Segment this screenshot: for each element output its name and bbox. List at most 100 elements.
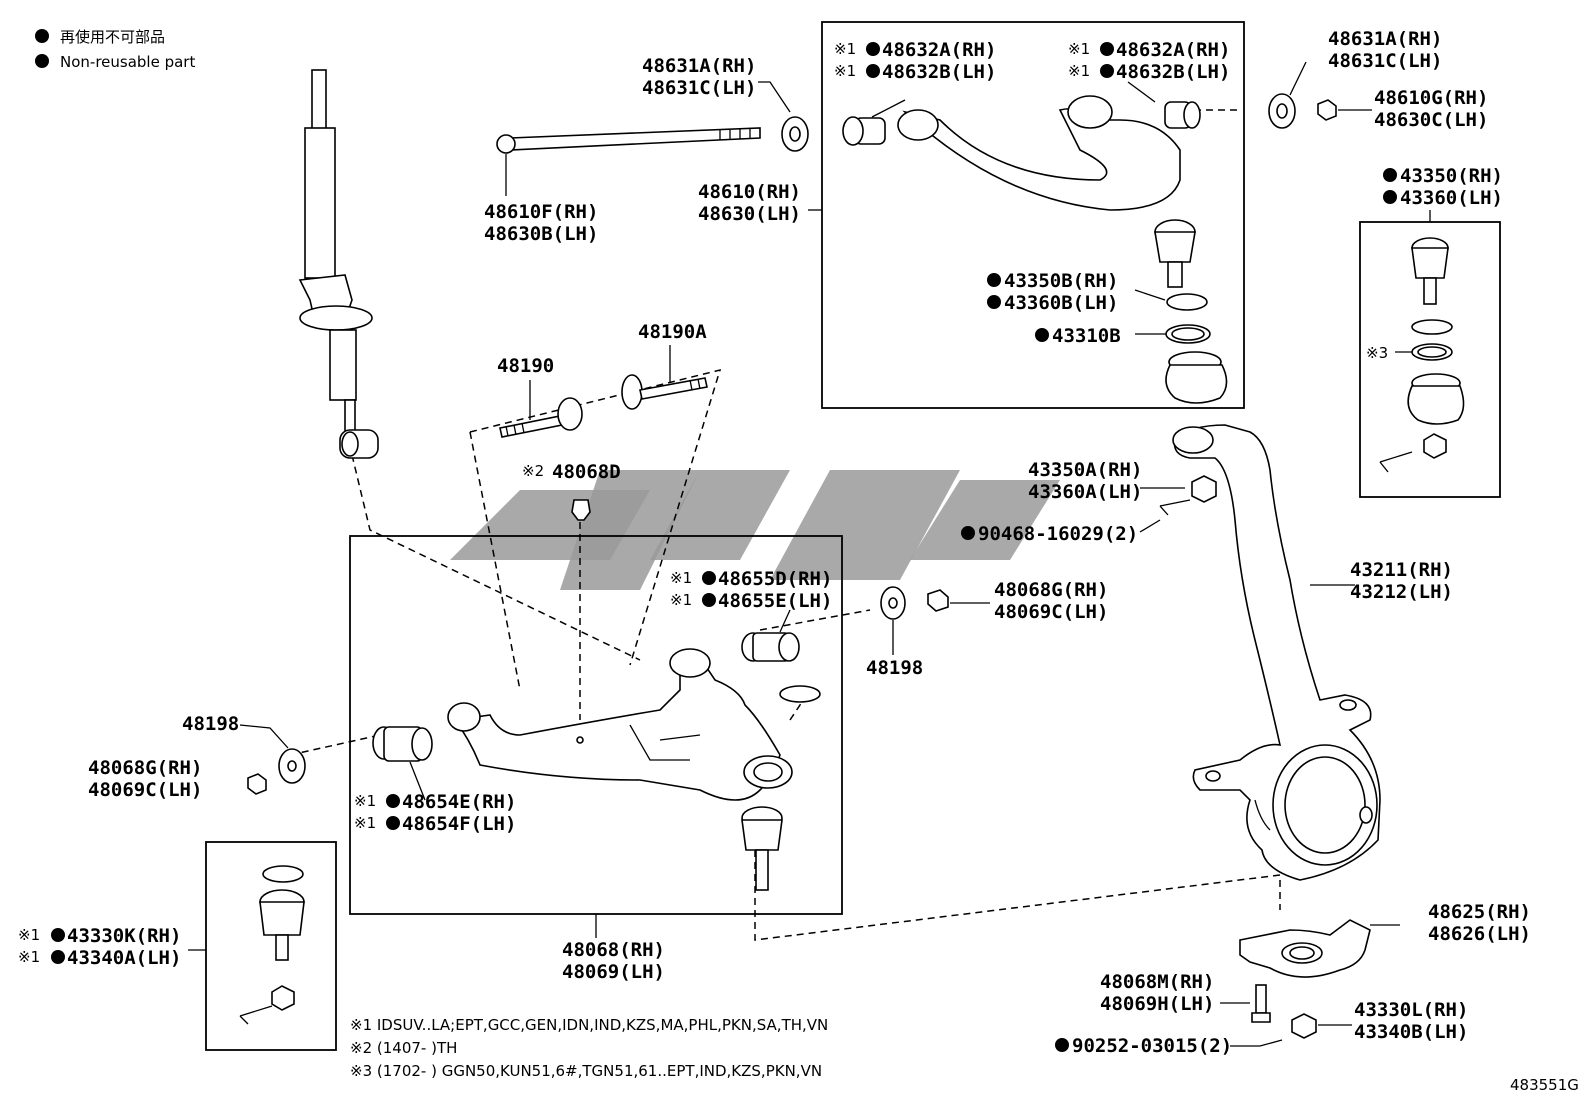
label-48654F[interactable]: 48654F(LH) bbox=[402, 813, 516, 835]
nut-43330L bbox=[1230, 1013, 1352, 1047]
label-48632A-right[interactable]: 48632A(RH) bbox=[1116, 39, 1230, 61]
legend-label-en: Non-reusable part bbox=[60, 53, 195, 71]
label-48068G-right[interactable]: 48068G(RH) bbox=[994, 579, 1108, 601]
label-48069C-left[interactable]: 48069C(LH) bbox=[88, 779, 202, 801]
non-reusable-dot-icon bbox=[961, 526, 975, 540]
cam-bolt-48190 bbox=[499, 380, 583, 438]
label-48655E[interactable]: 48655E(LH) bbox=[718, 590, 832, 612]
label-43340B[interactable]: 43340B(LH) bbox=[1354, 1021, 1468, 1043]
lower-ball-joint-kit-box bbox=[205, 841, 337, 1051]
label-48610F[interactable]: 48610F(RH) bbox=[484, 201, 598, 223]
label-43350B[interactable]: 43350B(RH) bbox=[1004, 270, 1118, 292]
non-reusable-dot-icon bbox=[987, 273, 1001, 287]
lower-ball-joint bbox=[741, 806, 783, 891]
bolt-48068M bbox=[1220, 984, 1271, 1023]
label-48631C[interactable]: 48631C(LH) bbox=[642, 77, 756, 99]
label-48654E[interactable]: 48654E(RH) bbox=[402, 791, 516, 813]
upper-arm-group-box bbox=[821, 21, 1245, 409]
note-mark-1: ※1 bbox=[670, 591, 692, 609]
label-43350[interactable]: 43350(RH) bbox=[1400, 165, 1503, 187]
label-48190A[interactable]: 48190A bbox=[638, 321, 707, 343]
label-43340A[interactable]: 43340A(LH) bbox=[67, 947, 181, 969]
label-48068D[interactable]: 48068D bbox=[552, 461, 621, 483]
label-48190[interactable]: 48190 bbox=[497, 355, 554, 377]
knuckle-nut-43350A bbox=[1139, 475, 1217, 533]
label-90252-03015[interactable]: 90252-03015(2) bbox=[1072, 1035, 1232, 1057]
non-reusable-dot-icon bbox=[1035, 328, 1049, 342]
grease-fitting bbox=[571, 499, 591, 521]
non-reusable-dot-icon bbox=[51, 950, 65, 964]
note-mark-1: ※1 bbox=[1068, 40, 1090, 58]
note-mark-1: ※1 bbox=[354, 792, 376, 810]
label-43360[interactable]: 43360(LH) bbox=[1400, 187, 1503, 209]
label-48631C-right[interactable]: 48631C(LH) bbox=[1328, 50, 1442, 72]
non-reusable-dot-icon bbox=[386, 816, 400, 830]
label-48069C-right[interactable]: 48069C(LH) bbox=[994, 601, 1108, 623]
upper-control-arm bbox=[808, 81, 1201, 211]
footnote-1: ※1 IDSUV..LA;EPT,GCC,GEN,IDN,IND,KZS,MA,… bbox=[350, 1016, 828, 1034]
label-48626[interactable]: 48626(LH) bbox=[1428, 923, 1531, 945]
label-48630[interactable]: 48630(LH) bbox=[698, 203, 801, 225]
non-reusable-dot-icon bbox=[1100, 64, 1114, 78]
non-reusable-dot-icon bbox=[1100, 42, 1114, 56]
label-48069[interactable]: 48069(LH) bbox=[562, 961, 665, 983]
steering-arm bbox=[1239, 919, 1400, 978]
label-48632B-right[interactable]: 48632B(LH) bbox=[1116, 61, 1230, 83]
lower-bushing-48655D bbox=[741, 609, 800, 662]
label-48632A-left[interactable]: 48632A(RH) bbox=[882, 39, 996, 61]
nut-48068G-left bbox=[247, 773, 267, 795]
non-reusable-dot-icon bbox=[1055, 1038, 1069, 1052]
note-mark-1: ※1 bbox=[670, 569, 692, 587]
legend-label-jp: 再使用不可部品 bbox=[60, 28, 165, 46]
label-48631A-right[interactable]: 48631A(RH) bbox=[1328, 28, 1442, 50]
label-48630B[interactable]: 48630B(LH) bbox=[484, 223, 598, 245]
label-48630C[interactable]: 48630C(LH) bbox=[1374, 109, 1488, 131]
washer-48631A-left bbox=[758, 81, 809, 152]
label-48069H[interactable]: 48069H(LH) bbox=[1100, 993, 1214, 1015]
non-reusable-dot-icon bbox=[866, 64, 880, 78]
shock-absorber bbox=[298, 69, 379, 459]
label-48632B-left[interactable]: 48632B(LH) bbox=[882, 61, 996, 83]
cam-washer-48198-left bbox=[239, 724, 306, 784]
non-reusable-dot-icon bbox=[51, 928, 65, 942]
non-reusable-dot-icon bbox=[1383, 168, 1397, 182]
non-reusable-dot-icon bbox=[987, 295, 1001, 309]
label-43310B[interactable]: 43310B bbox=[1052, 325, 1121, 347]
upper-ball-joint bbox=[1134, 219, 1228, 404]
label-48068G-left[interactable]: 48068G(RH) bbox=[88, 757, 202, 779]
label-43360B[interactable]: 43360B(LH) bbox=[1004, 292, 1118, 314]
label-43360A[interactable]: 43360A(LH) bbox=[1028, 481, 1142, 503]
label-43350A[interactable]: 43350A(RH) bbox=[1028, 459, 1142, 481]
nut-48610G bbox=[1317, 99, 1372, 121]
note-mark-3: ※3 bbox=[1366, 344, 1388, 362]
watermark-logo bbox=[450, 470, 1060, 590]
label-43212[interactable]: 43212(LH) bbox=[1350, 581, 1453, 603]
label-48625[interactable]: 48625(RH) bbox=[1428, 901, 1531, 923]
connector-lines bbox=[289, 109, 1281, 941]
label-48631A[interactable]: 48631A(RH) bbox=[642, 55, 756, 77]
ball-joint-kit bbox=[1379, 210, 1465, 473]
note-mark-1: ※1 bbox=[18, 926, 40, 944]
note-mark-1: ※1 bbox=[834, 40, 856, 58]
label-90468-16029[interactable]: 90468-16029(2) bbox=[978, 523, 1138, 545]
label-48068[interactable]: 48068(RH) bbox=[562, 939, 665, 961]
label-48655D[interactable]: 48655D(RH) bbox=[718, 568, 832, 590]
label-43211[interactable]: 43211(RH) bbox=[1350, 559, 1453, 581]
non-reusable-dot-icon bbox=[1383, 190, 1397, 204]
non-reusable-dot-icon bbox=[702, 571, 716, 585]
steering-knuckle bbox=[1172, 424, 1381, 881]
label-48198-right[interactable]: 48198 bbox=[866, 657, 923, 679]
non-reusable-dot-icon bbox=[702, 593, 716, 607]
snap-ring bbox=[779, 685, 821, 703]
label-48198-left[interactable]: 48198 bbox=[182, 713, 239, 735]
label-48610[interactable]: 48610(RH) bbox=[698, 181, 801, 203]
lower-bushing-48654E bbox=[372, 726, 433, 801]
note-mark-1: ※1 bbox=[1068, 62, 1090, 80]
label-43330L[interactable]: 43330L(RH) bbox=[1354, 999, 1468, 1021]
label-43330K[interactable]: 43330K(RH) bbox=[67, 925, 181, 947]
label-48068M[interactable]: 48068M(RH) bbox=[1100, 971, 1214, 993]
legend-dot-icon bbox=[35, 29, 49, 43]
label-48610G[interactable]: 48610G(RH) bbox=[1374, 87, 1488, 109]
note-mark-1: ※1 bbox=[354, 814, 376, 832]
